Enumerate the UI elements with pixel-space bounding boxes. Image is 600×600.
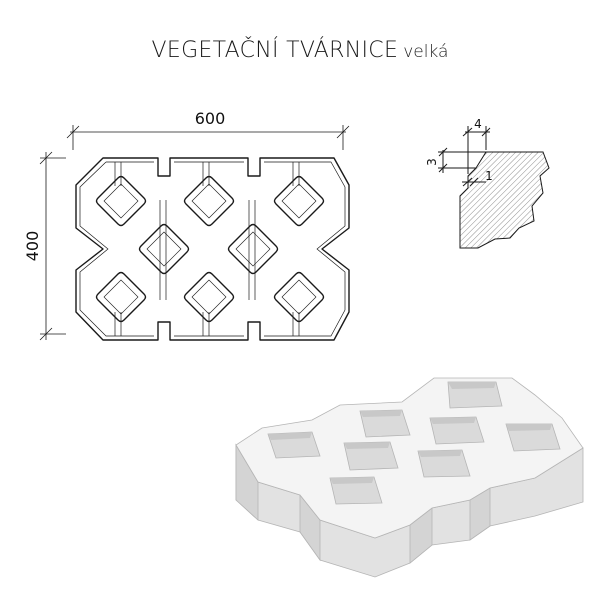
height-dimension <box>39 151 66 341</box>
width-label: 600 <box>195 109 226 128</box>
width-dimension <box>66 125 350 150</box>
hole <box>95 175 147 227</box>
hole <box>273 271 325 323</box>
title-sub: velká <box>403 42 449 62</box>
hole <box>138 223 190 275</box>
detail-dim-c: 1 <box>485 169 493 183</box>
block-top <box>235 377 584 539</box>
hole <box>183 271 235 323</box>
block-holes <box>267 381 561 505</box>
section-profile <box>459 151 550 249</box>
detail-dim-b: 3 <box>425 158 439 166</box>
hole <box>183 175 235 227</box>
title-main: VEGETAČNÍ TVÁRNICE <box>151 38 399 63</box>
plan-ribs <box>114 162 300 336</box>
block-3d-view <box>235 377 584 578</box>
plan-holes <box>95 175 325 323</box>
height-label: 400 <box>23 231 42 262</box>
hole <box>273 175 325 227</box>
plan-inner-outline <box>79 161 346 337</box>
plan-view <box>75 157 350 341</box>
hole <box>227 223 279 275</box>
detail-dim-a: 4 <box>474 117 482 131</box>
title: VEGETAČNÍ TVÁRNICE velká <box>0 38 600 63</box>
section-detail <box>438 126 550 249</box>
hole <box>95 271 147 323</box>
plan-outline <box>75 157 350 341</box>
